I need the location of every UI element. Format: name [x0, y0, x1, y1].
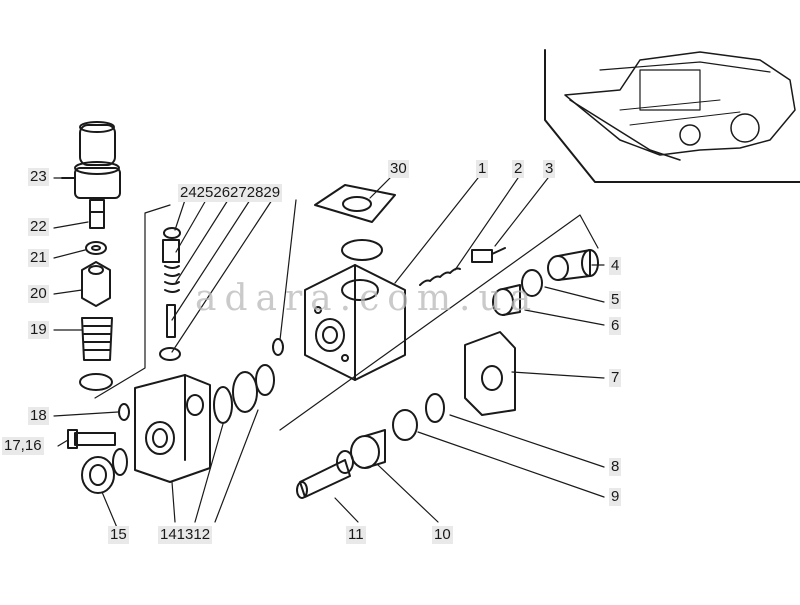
label-4: 4	[609, 257, 622, 275]
label-18: 18	[28, 407, 49, 425]
label-3: 3	[543, 160, 556, 178]
watermark-text: adara.com.ua	[195, 278, 540, 319]
hex-nut-20-icon	[81, 261, 111, 307]
ring-12-icon	[232, 371, 258, 413]
solenoid-23-icon	[61, 121, 121, 199]
label-6: 6	[609, 317, 622, 335]
ring-5-icon	[521, 269, 543, 297]
label-7: 7	[609, 369, 622, 387]
cover-plate-30-icon	[314, 184, 396, 223]
label-23: 23	[28, 168, 49, 186]
spool-11-icon	[296, 459, 351, 499]
ring-13-icon	[213, 386, 233, 424]
spring-body-19-icon	[81, 317, 113, 361]
label-21: 21	[28, 249, 49, 267]
label-24-29: 242526272829	[178, 184, 283, 202]
gasket-ring-icon	[341, 239, 383, 261]
label-17-16: 17,16	[2, 437, 44, 455]
label-20: 20	[28, 285, 49, 303]
label-15: 15	[108, 526, 129, 544]
label-14-13-12: 141312	[158, 526, 213, 544]
label-9: 9	[609, 488, 622, 506]
label-8: 8	[609, 458, 622, 476]
washer-18-icon	[118, 403, 130, 421]
plug-15-icon	[81, 456, 115, 494]
label-22: 22	[28, 218, 49, 236]
combine-inset-icon	[544, 49, 800, 183]
label-1: 1	[476, 160, 489, 178]
leader-lines	[53, 177, 605, 531]
main-block-icon	[304, 264, 406, 381]
bushing-6-icon	[492, 284, 521, 316]
valve-body-14-icon	[134, 374, 211, 483]
pin-22-icon	[89, 199, 105, 229]
label-19: 19	[28, 321, 49, 339]
label-30: 30	[388, 160, 409, 178]
nut-21-icon	[85, 241, 107, 255]
bolt-17-icon	[67, 429, 116, 449]
label-10: 10	[432, 526, 453, 544]
oring-29-icon	[272, 338, 284, 356]
spring-2-icon	[419, 267, 461, 286]
oring-left-icon	[79, 373, 113, 391]
label-2: 2	[512, 160, 525, 178]
washer-9-icon	[392, 409, 418, 441]
label-5: 5	[609, 291, 622, 309]
fitting-3-icon	[471, 247, 506, 263]
sleeve-4-icon	[547, 249, 599, 281]
piston-10-icon	[350, 429, 386, 469]
flange-7-icon	[464, 331, 516, 416]
label-11: 11	[346, 526, 366, 544]
oring-8-icon	[425, 393, 445, 423]
